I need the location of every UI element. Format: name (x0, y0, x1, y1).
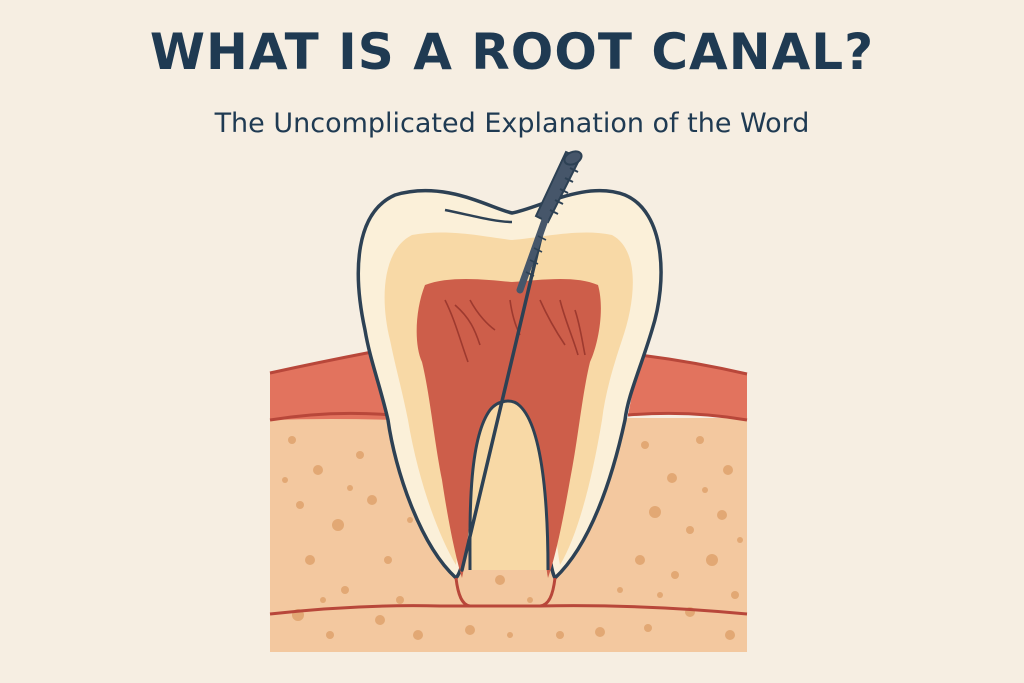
gum-tissue (269, 350, 748, 422)
bone-texture-dots (282, 436, 743, 640)
pulp-nerves (444, 299, 586, 363)
tooth-pulp (416, 278, 601, 578)
page-title: WHAT IS A ROOT CANAL? (149, 23, 875, 81)
endodontic-file-icon (460, 150, 583, 572)
page-subtitle: The Uncomplicated Explanation of the Wor… (214, 108, 810, 139)
tooth (356, 189, 663, 608)
